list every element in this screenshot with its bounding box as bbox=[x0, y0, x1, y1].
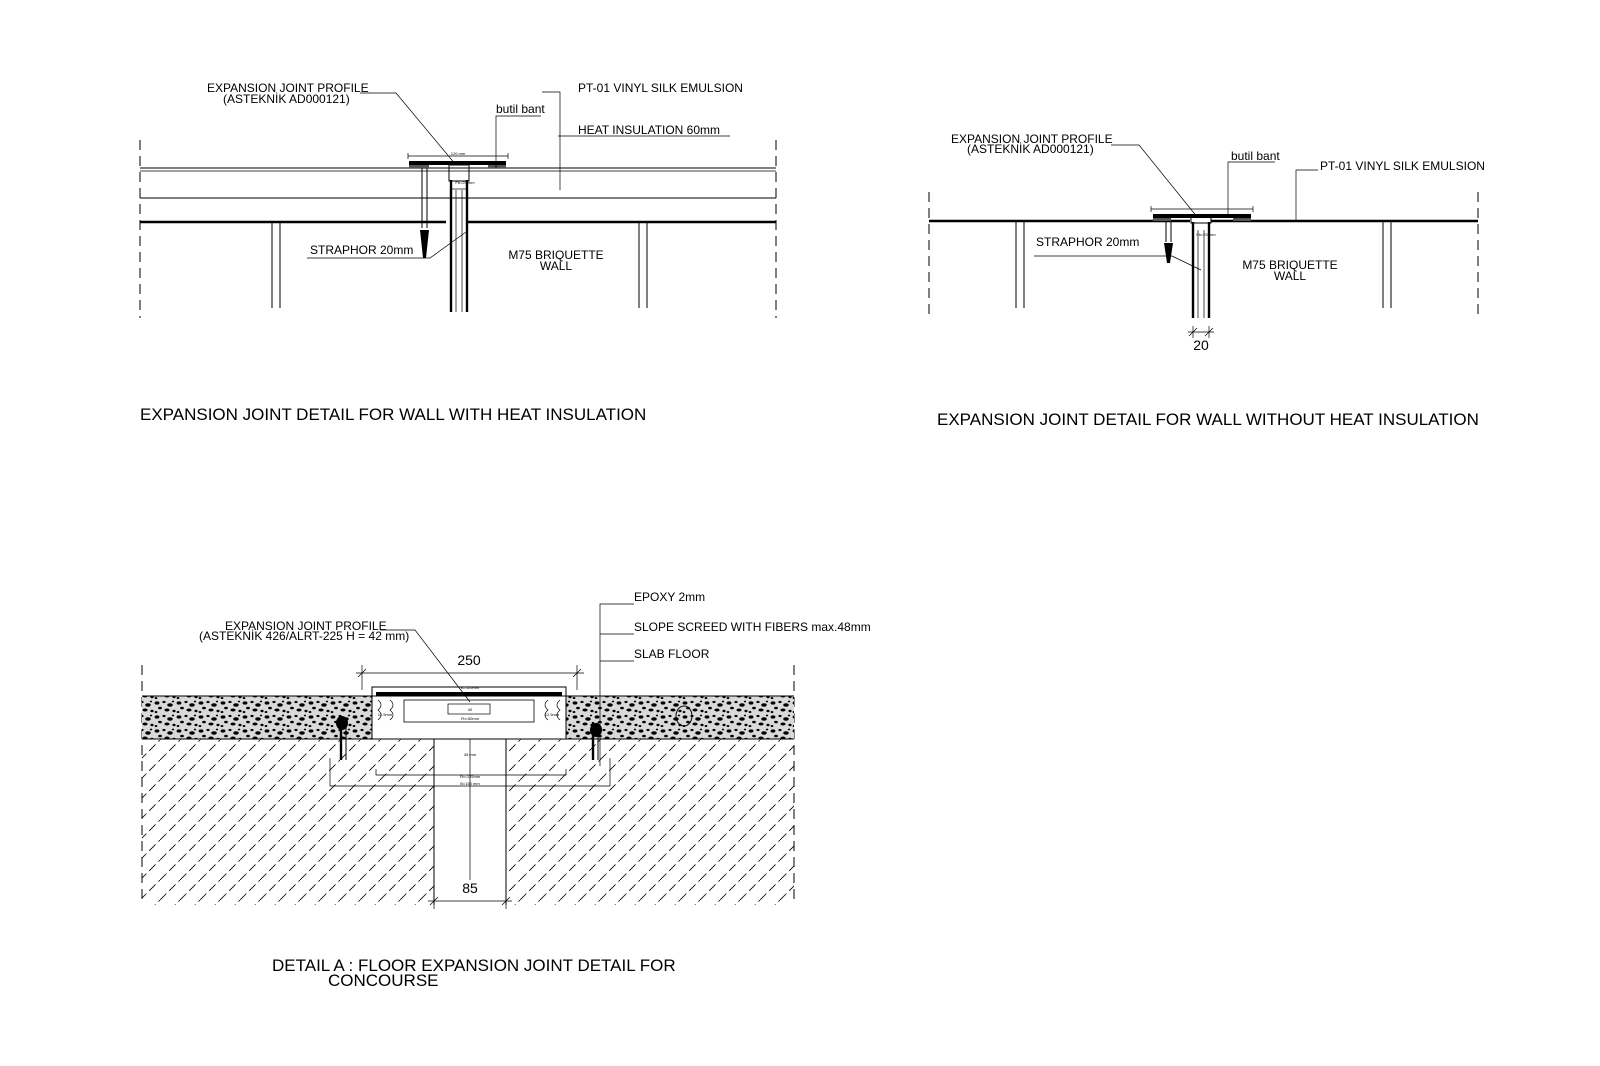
leader-layers bbox=[599, 603, 634, 766]
width-dim-label: 250 bbox=[457, 652, 481, 668]
wall-label-line2: WALL bbox=[1274, 269, 1307, 283]
profile-label-line1: EXPANSION JOINT PROFILE bbox=[951, 132, 1113, 146]
leader-profile bbox=[380, 629, 471, 703]
tiny-dim-mid: Fb=50mm bbox=[461, 716, 480, 721]
wall-studs bbox=[271, 222, 648, 308]
paint-label: PT-01 VINYL SILK EMULSION bbox=[1320, 159, 1485, 173]
small-dim-gap: Fb=20 mm bbox=[455, 180, 475, 185]
small-dim-gap: Fb=20 mm bbox=[1196, 232, 1216, 237]
gap-dim-label: 20 bbox=[1193, 337, 1209, 353]
slab-right bbox=[506, 739, 794, 905]
gap-dimension: 20 bbox=[1188, 326, 1214, 353]
expansion-joint-profile: Fb=20 mm bbox=[1150, 206, 1254, 237]
epoxy-label: EPOXY 2mm bbox=[634, 590, 705, 604]
detail2-title: EXPANSION JOINT DETAIL FOR WALL WITHOUT … bbox=[937, 410, 1479, 429]
leader-paint bbox=[542, 91, 561, 190]
detail-wall-with-insulation: 120 mm Fb=20 mm EXPANSION JOINT PROFILE … bbox=[139, 81, 777, 424]
leader-tape bbox=[1227, 161, 1275, 214]
base-outline bbox=[329, 758, 611, 787]
wall-label-line1: M75 BRIQUETTE bbox=[1242, 258, 1337, 272]
gap-dimension: 85 bbox=[428, 880, 512, 909]
tiny-dim-center: 40 bbox=[468, 707, 473, 712]
width-dimension: 250 bbox=[356, 652, 584, 690]
profile-label-line2: (ASTEKNİK 426/ALRT-225 H = 42 mm) bbox=[199, 629, 409, 643]
tiny-dim-left: 12.5mm bbox=[378, 712, 393, 717]
joint-gap bbox=[1191, 222, 1211, 318]
tiny-dim-depth: 45 mm bbox=[464, 752, 477, 757]
wall-label-line1: M75 BRIQUETTE bbox=[508, 248, 603, 262]
tiny-dim-fb: Fb=125mm bbox=[460, 774, 481, 779]
joint-gap bbox=[449, 180, 469, 312]
leader-profile bbox=[1111, 144, 1199, 219]
profile-label-line2: (ASTEKNİK AD000121) bbox=[223, 92, 350, 106]
tape-label: butil bant bbox=[496, 102, 545, 116]
small-dim-top: 120 mm bbox=[451, 151, 466, 156]
leader-straphor bbox=[307, 231, 467, 259]
anchor-bolts bbox=[336, 705, 693, 760]
profile-label-line2: (ASTEKNİK AD000121) bbox=[967, 142, 1094, 156]
insulation-label: HEAT INSULATION 60mm bbox=[578, 123, 720, 137]
profile-label-line1: EXPANSION JOINT PROFILE bbox=[225, 619, 387, 633]
wall-label-line2: WALL bbox=[540, 259, 573, 273]
screed-left bbox=[142, 696, 372, 739]
tiny-dim-b: B=150 mm bbox=[460, 781, 480, 786]
screed-label: SLOPE SCREED WITH FIBERS max.48mm bbox=[634, 620, 871, 634]
profile-label-line1: EXPANSION JOINT PROFILE bbox=[207, 81, 369, 95]
paint-label: PT-01 VINYL SILK EMULSION bbox=[578, 81, 743, 95]
detail-wall-without-insulation: Fb=20 mm 20 EXPANSION JOINT PROFILE (AST… bbox=[928, 132, 1485, 429]
slab-label: SLAB FLOOR bbox=[634, 647, 710, 661]
tape-label: butil bant bbox=[1231, 149, 1280, 163]
screed-right bbox=[566, 696, 794, 739]
slab-left bbox=[142, 739, 434, 905]
base-inner-outline bbox=[375, 769, 567, 776]
detail1-title: EXPANSION JOINT DETAIL FOR WALL WITH HEA… bbox=[140, 405, 646, 424]
tiny-dim-right: 12.5mm bbox=[545, 712, 560, 717]
detail3-title-line2: CONCOURSE bbox=[328, 971, 439, 990]
wall-studs bbox=[1015, 221, 1392, 308]
detail-floor-joint: A=125mm 40 Fb=50mm 12.5mm 12.5mm 45 mm F… bbox=[141, 590, 871, 990]
leader-profile bbox=[360, 92, 457, 166]
anchor-dowel bbox=[420, 168, 429, 258]
straphor-label: STRAPHOR 20mm bbox=[1036, 235, 1139, 249]
anchor-dowel bbox=[1164, 221, 1173, 263]
expansion-joint-profile: A=125mm 40 Fb=50mm 12.5mm 12.5mm bbox=[371, 685, 567, 740]
leader-tape bbox=[495, 115, 541, 168]
leader-paint bbox=[1295, 169, 1318, 221]
expansion-joint-profile: 120 mm Fb=20 mm bbox=[407, 151, 509, 185]
tiny-dim-top: A=125mm bbox=[461, 685, 480, 690]
straphor-label: STRAPHOR 20mm bbox=[310, 243, 413, 257]
gap-dim-label: 85 bbox=[462, 880, 478, 896]
detail3-title-line1: DETAIL A : FLOOR EXPANSION JOINT DETAIL … bbox=[272, 956, 676, 975]
leader-straphor bbox=[1034, 255, 1202, 271]
